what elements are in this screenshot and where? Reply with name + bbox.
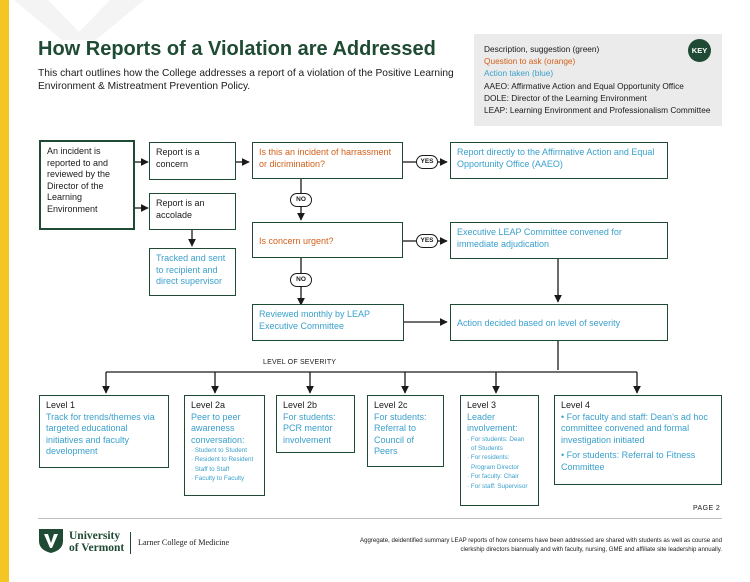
level-1-text: Track for trends/themes via targeted edu… [46,411,155,457]
start-box: An incident is reported to and reviewed … [39,140,135,230]
accolade-box: Report is an accolade [149,193,236,230]
reviewed-monthly-box: Reviewed monthly by LEAP Executive Commi… [252,304,404,341]
key-blue: Action taken (blue) [484,68,554,79]
key-green: Description, suggestion (green) [484,44,600,54]
level-2b-title: Level 2b [283,400,318,410]
key-aaeo: AAEO: Affirmative Action and Equal Oppor… [484,80,684,91]
key-orange: Question to ask (orange) [484,56,576,67]
aaeo-report-box: Report directly to the Affirmative Actio… [450,142,668,179]
level-3-item: · For staff: Supervisor [467,482,528,490]
university-name-line2: of Vermont [69,542,125,554]
footer-divider [38,518,722,519]
level-3-item: of Students [471,444,503,452]
level-2c-text: For students: Referral to Council of Pee… [374,411,427,457]
leap-convened-box: Executive LEAP Committee convened for im… [450,222,668,259]
footer-note: Aggregate, deidentified summary LEAP rep… [360,537,722,553]
level-3-item: Program Director [471,463,519,471]
level-3-text: Leader involvement: [467,411,518,434]
level-2b-text: For students: PCR mentor involvement [283,411,336,445]
watermark-logo [14,0,144,40]
college-name: Larner College of Medicine [138,538,230,547]
level-2c-title: Level 2c [374,400,408,410]
level-2a-box: Level 2a Peer to peer awareness conversa… [184,395,265,496]
level-4-item: • For faculty and staff: Dean’s ad hoc c… [561,411,708,445]
level-3-item: · For faculty: Chair [467,473,519,481]
logo-divider [130,532,131,554]
level-3-title: Level 3 [467,400,497,410]
level-4-item: • For students: Referral to Fitness Comm… [561,450,696,472]
severity-label: LEVEL OF SEVERITY [263,359,337,366]
level-4-box: Level 4 • For faculty and staff: Dean’s … [554,395,722,485]
accent-bar [0,0,9,582]
urgent-question-box: Is concern urgent? [252,222,403,258]
level-2a-item: · Faculty to Faculty [191,475,245,483]
no-pill-urgent: NO [290,273,312,287]
level-2a-item: · Staff to Staff [191,465,230,473]
action-decided-box: Action decided based on level of severit… [450,304,668,341]
harassment-question-box: Is this an incident of harrassment or di… [252,142,403,179]
level-2a-item: · Student to Student [191,447,248,454]
level-3-box: Level 3 Leader involvement: · For studen… [460,395,539,506]
university-name-line1: University [69,530,121,542]
level-2a-title: Level 2a [191,400,226,410]
page-title: How Reports of a Violation are Addressed [38,38,436,60]
yes-pill-harassment: YES [416,155,438,169]
key-badge: KEY [688,39,711,62]
concern-box: Report is a concern [149,142,236,180]
university-name: University of Vermont [69,530,124,554]
level-1-box: Level 1 Track for trends/themes via targ… [39,395,169,468]
no-pill-harassment: NO [290,193,312,207]
level-2a-item: · Resident to Resident [191,456,254,464]
page-number: PAGE 2 [693,505,721,512]
yes-pill-urgent: YES [416,234,438,248]
level-2b-box: Level 2b For students: PCR mentor involv… [276,395,355,453]
level-2c-box: Level 2c For students: Referral to Counc… [367,395,444,467]
tracked-box: Tracked and sent to recipient and direct… [149,248,236,296]
level-3-item: · For students: Dean [467,435,525,443]
level-2a-text: Peer to peer awareness conversation: [191,411,245,445]
page-subtitle: This chart outlines how the College addr… [38,68,454,92]
level-4-title: Level 4 [561,400,591,410]
key-leap: LEAP: Learning Environment and Professio… [484,105,711,116]
level-3-item: · For residents: [467,454,510,462]
key-dole: DOLE: Director of the Learning Environme… [484,92,647,103]
uvm-shield-icon [39,529,63,553]
key-legend: Description, suggestion (green) Question… [474,34,722,126]
level-1-title: Level 1 [46,400,76,410]
